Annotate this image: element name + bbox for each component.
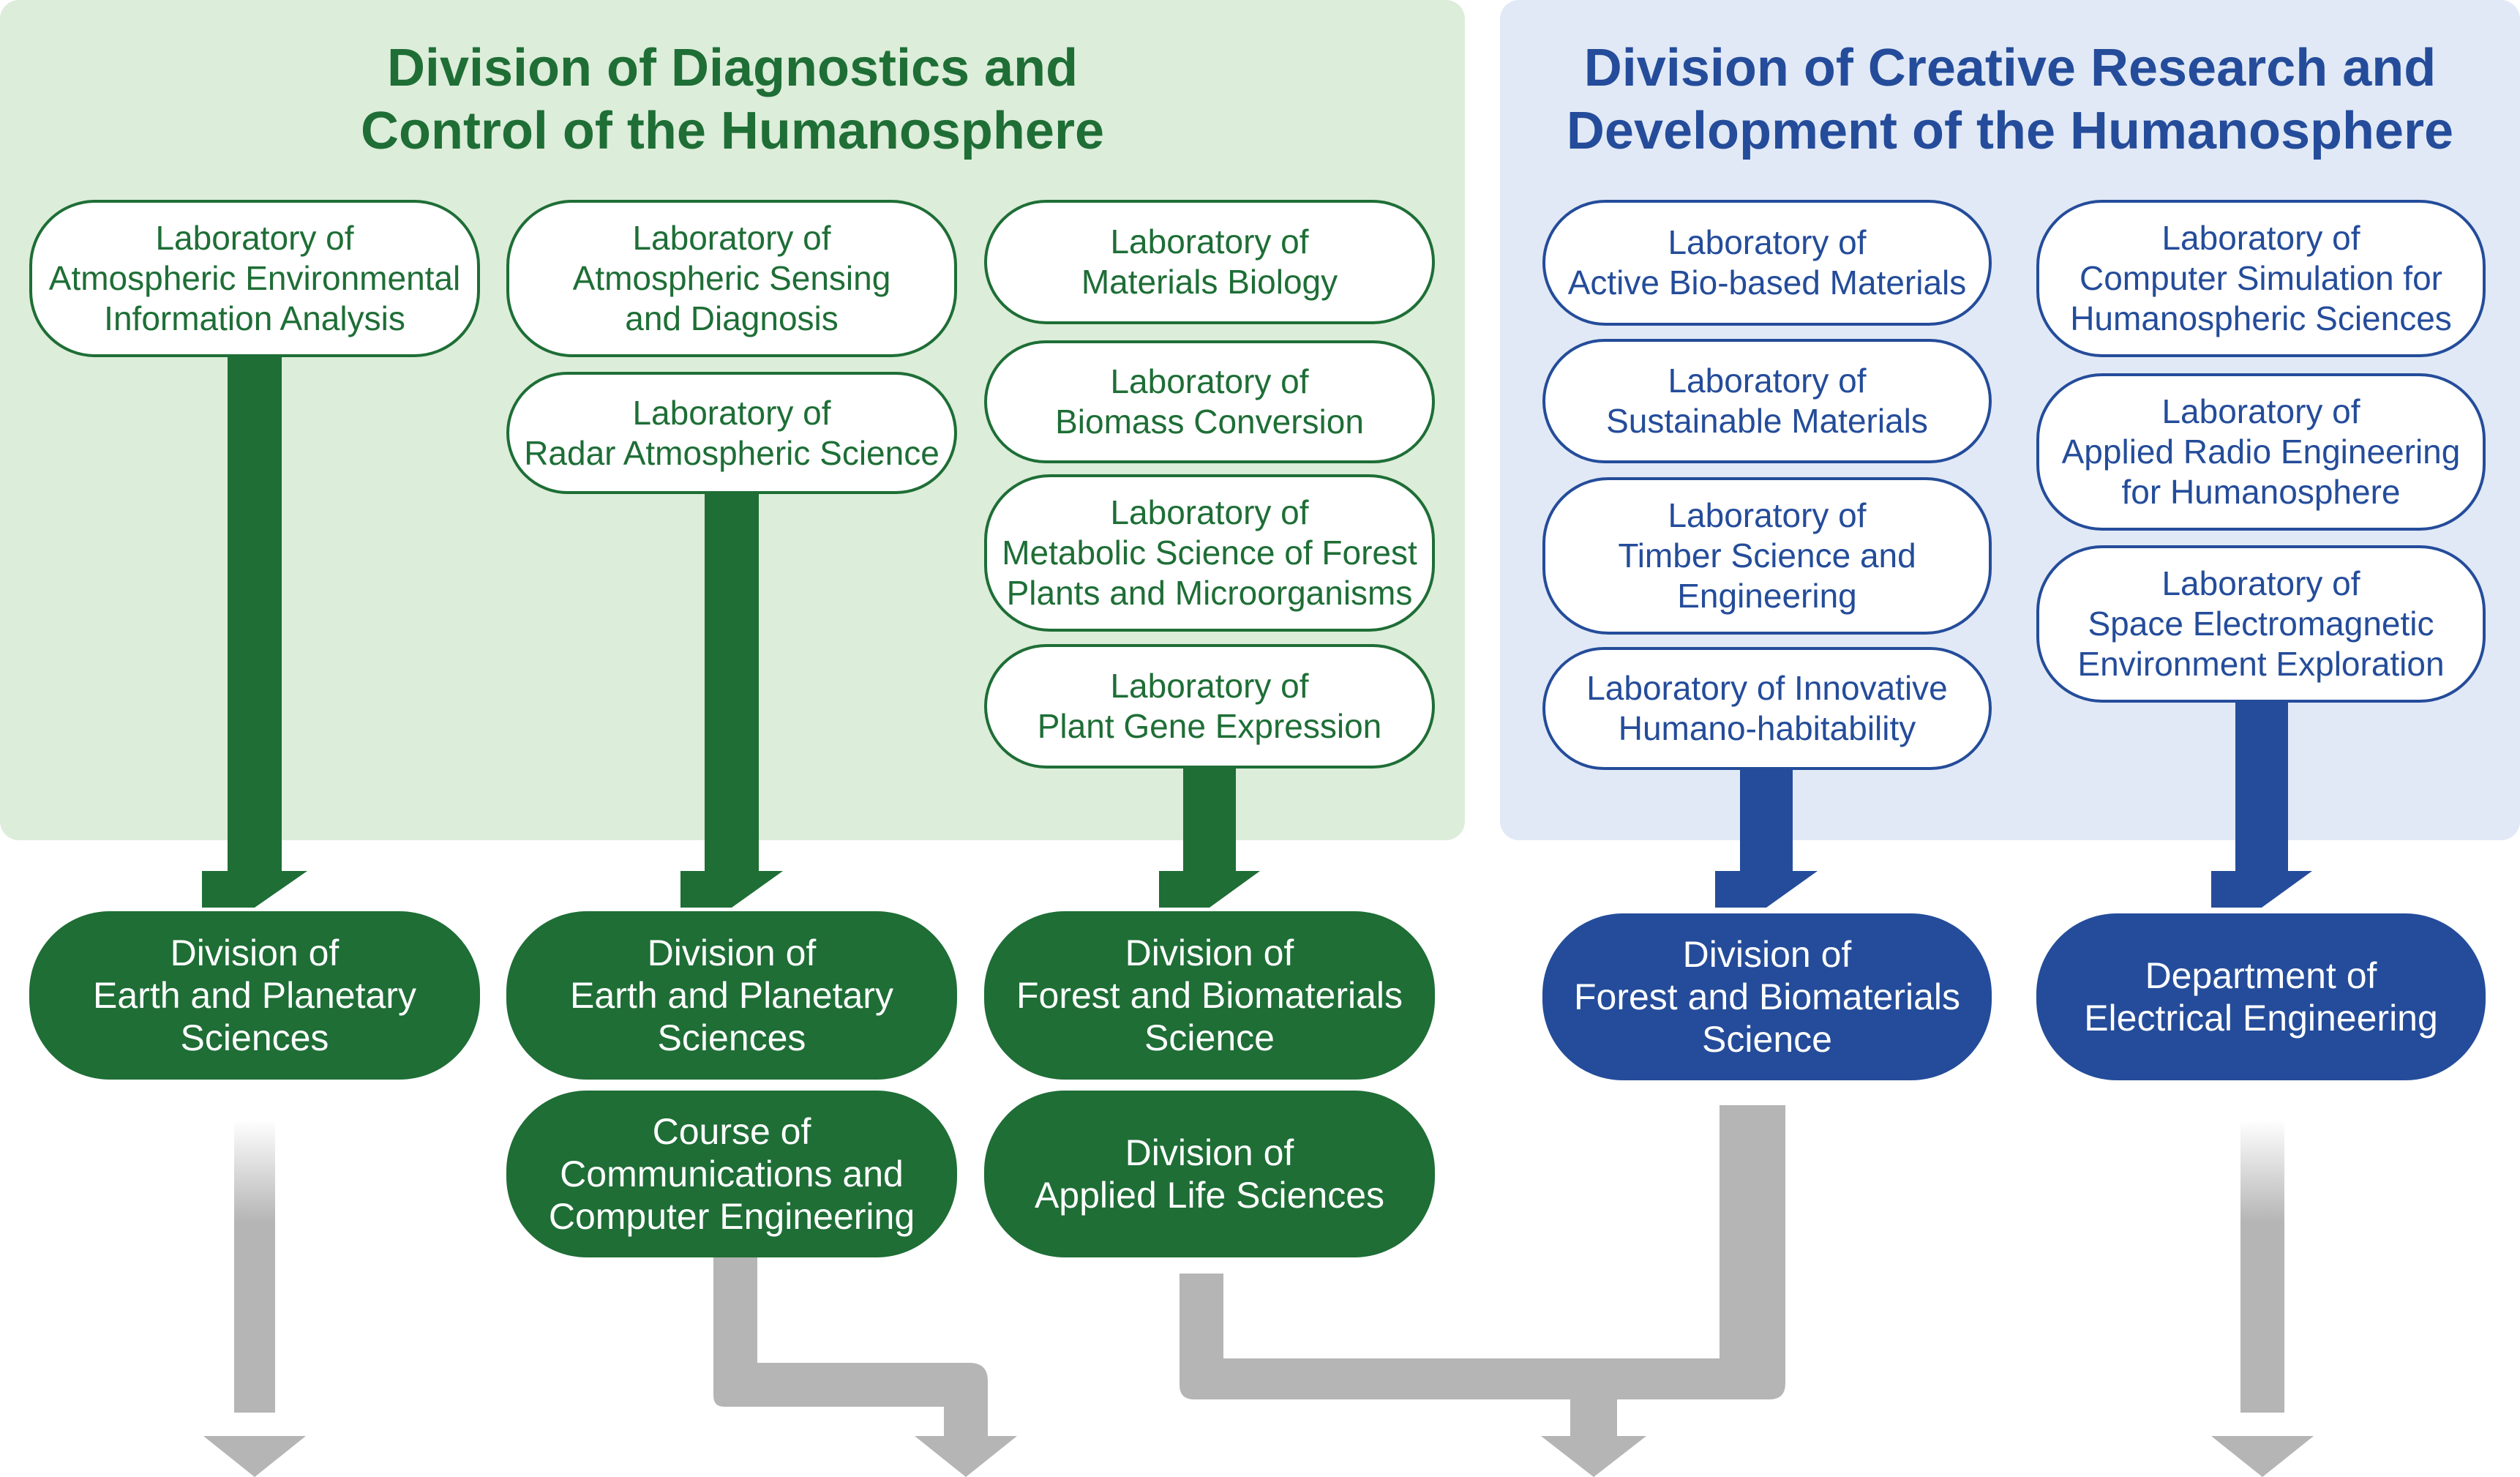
arrow-lab1-to-dest1 xyxy=(202,357,307,908)
diagnostics-division-title: Division of Diagnostics and Control of t… xyxy=(360,39,1104,160)
gray-path-course xyxy=(713,1255,1017,1477)
gray-fade-course xyxy=(713,1255,757,1285)
gray-fade-merge xyxy=(1720,1105,1785,1222)
gray-arrowhead-col1 xyxy=(203,1436,306,1477)
arrow-lab3-to-dest2 xyxy=(680,494,783,908)
gray-arrow-col1 xyxy=(234,1120,275,1413)
gray-path-merge xyxy=(1180,1105,1785,1477)
arrow-blue-lab4-to-dest6 xyxy=(1715,769,1818,908)
gray-arrowhead-col5 xyxy=(2211,1436,2314,1477)
arrow-blue-lab7-to-dest7 xyxy=(2211,703,2312,908)
creative-research-division-title: Division of Creative Research and Develo… xyxy=(1566,39,2454,160)
arrow-lab7-to-dest4 xyxy=(1159,769,1260,908)
gray-arrow-col5 xyxy=(2240,1120,2284,1413)
